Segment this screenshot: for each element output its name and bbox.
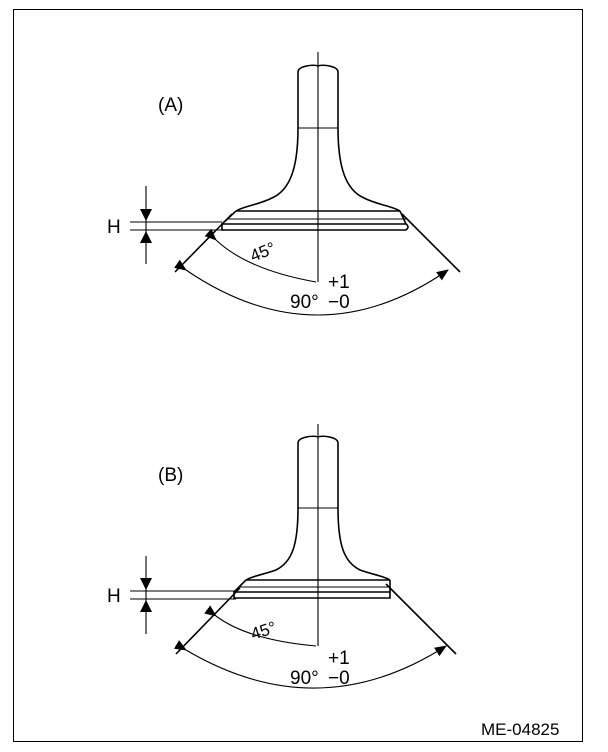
- valve-neck-a: [235, 127, 299, 212]
- tolerance-plus-b: +1: [328, 648, 350, 669]
- full-angle-label-a: 90°: [290, 292, 319, 313]
- valve-diagram-a: H (A) 45° +1 90° −0: [107, 52, 461, 316]
- full-angle-arc-b: [173, 640, 447, 689]
- diagram-label-b: (B): [158, 465, 183, 486]
- seat-line-left-a: [174, 213, 233, 273]
- seat-line-right-a: [401, 213, 461, 273]
- seat-line-right-b: [385, 583, 457, 655]
- tolerance-minus-b: −0: [328, 668, 350, 689]
- diagram-frame: [13, 9, 583, 742]
- height-label-a: H: [107, 217, 121, 238]
- seat-line-left-b: [175, 587, 241, 655]
- valve-seat-face-a: [221, 223, 409, 231]
- diagram-label-a: (A): [158, 95, 183, 116]
- tolerance-minus-a: −0: [328, 292, 350, 313]
- full-angle-label-b: 90°: [290, 668, 319, 689]
- tolerance-plus-a: +1: [328, 272, 350, 293]
- figure-id: ME-04825: [481, 720, 559, 739]
- valve-seat-face-b: [233, 591, 391, 599]
- full-angle-arc-a: [174, 259, 449, 316]
- valve-neck-b: [245, 507, 299, 581]
- valve-diagram-b: H (B) 45° +1 90° −0: [107, 424, 457, 689]
- half-angle-label-a: 45°: [247, 238, 278, 265]
- height-label-b: H: [107, 586, 121, 607]
